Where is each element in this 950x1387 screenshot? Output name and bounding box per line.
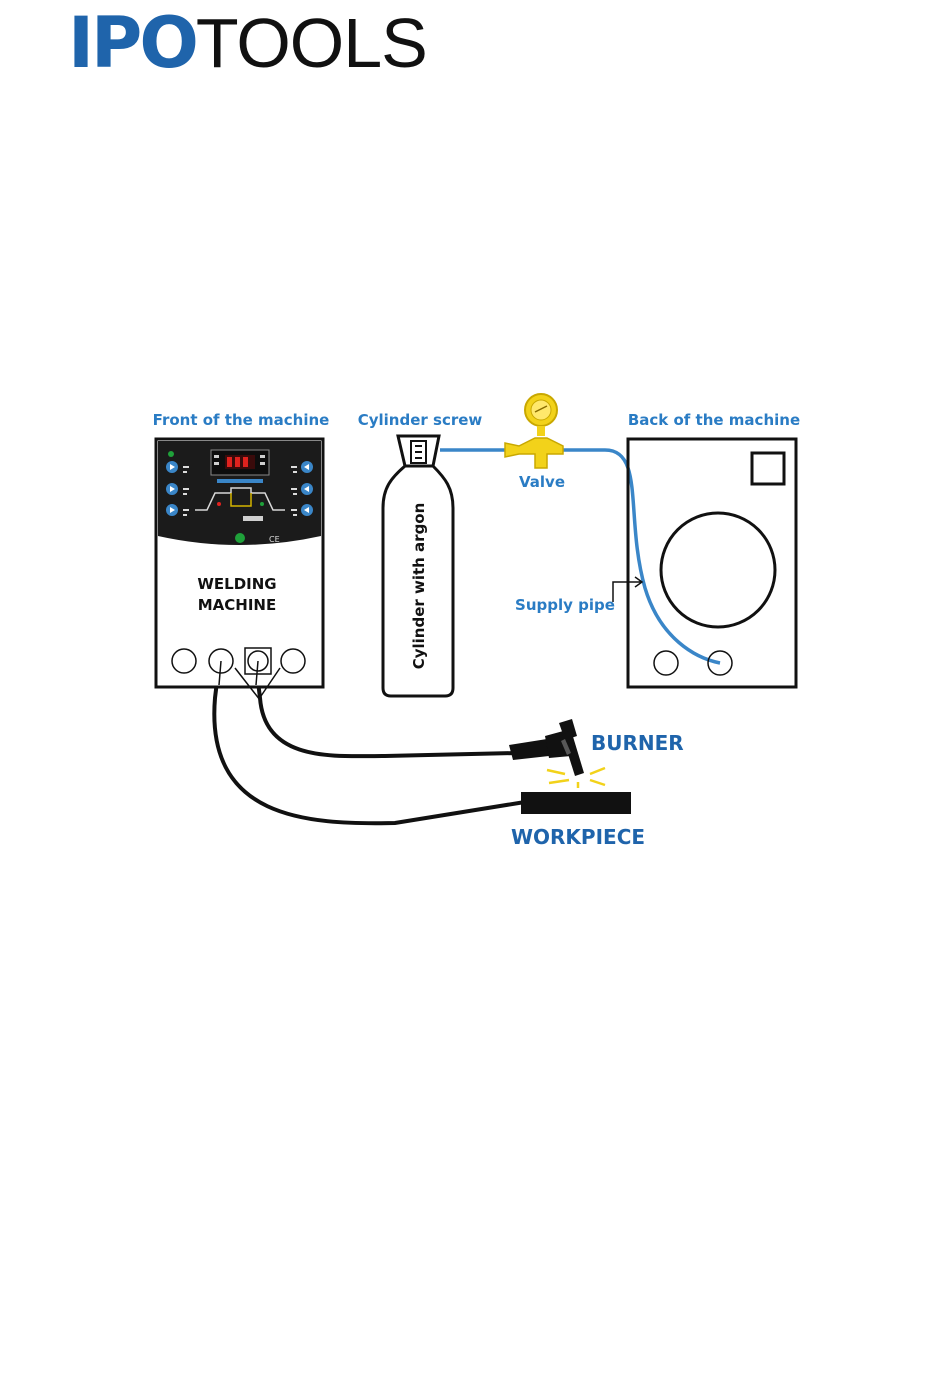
workpiece-bar — [521, 792, 631, 814]
welding-machine-label-line1: WELDING — [197, 575, 276, 593]
tig-setup-diagram: Front of the machine Cylinder screw Back… — [135, 378, 815, 870]
back-socket-1-icon — [654, 651, 678, 675]
welding-machine-label-line2: MACHINE — [198, 596, 276, 614]
back-switch-icon — [752, 453, 784, 484]
argon-cylinder: Cylinder with argon — [383, 436, 453, 696]
logo-tools-text: TOOLS — [196, 4, 427, 82]
logo-ipo-text: IPO — [68, 2, 196, 84]
valve-icon — [505, 394, 563, 468]
power-led-icon — [168, 451, 174, 457]
welding-machine-back — [628, 439, 796, 687]
back-of-machine-label: Back of the machine — [628, 411, 800, 429]
cylinder-screw-label: Cylinder screw — [358, 411, 483, 429]
ce-mark: CE — [269, 535, 280, 544]
back-fan-icon — [661, 513, 775, 627]
burner-label: BURNER — [591, 731, 684, 755]
ipotools-logo: IPOTOOLS — [68, 8, 427, 78]
front-of-machine-label: Front of the machine — [153, 411, 330, 429]
workpiece-cable — [214, 665, 525, 823]
workpiece-label: WORKPIECE — [511, 825, 645, 849]
welding-machine-front: CE WELDING MACHINE — [156, 439, 323, 700]
cylinder-with-argon-label: Cylinder with argon — [410, 503, 428, 670]
supply-pipe-label: Supply pipe — [515, 596, 615, 614]
supply-pipe — [555, 450, 720, 663]
valve-label: Valve — [519, 473, 565, 491]
front-socket-1-icon — [172, 649, 196, 673]
indicator-green-icon — [235, 533, 245, 543]
burner-torch-icon — [509, 719, 584, 776]
front-socket-4-icon — [281, 649, 305, 673]
